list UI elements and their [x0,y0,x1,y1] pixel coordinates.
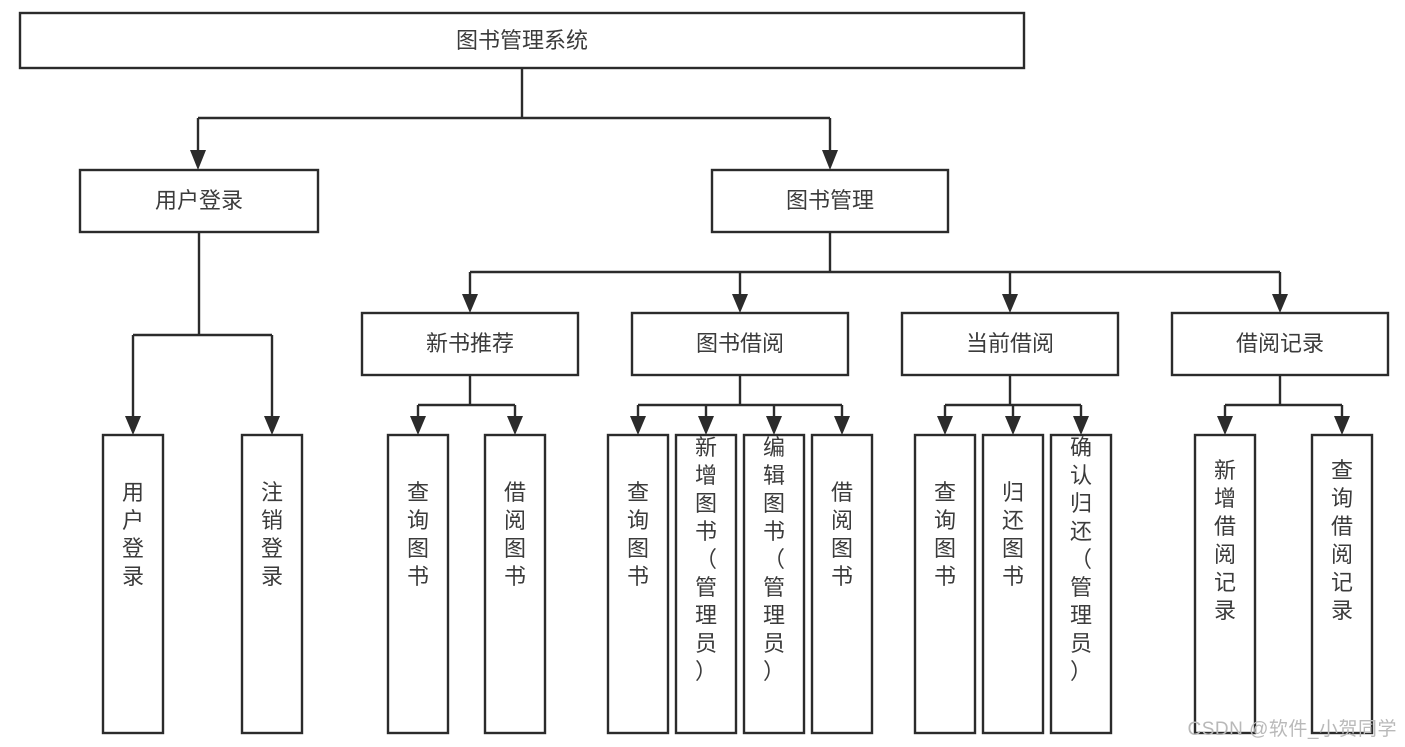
node-root-box[interactable] [18,11,1026,70]
node-leaf-return-book[interactable]: 归还图书 [981,433,1045,735]
node-leaf-add-book-box[interactable] [674,433,738,735]
node-leaf-add-book-label: 新增图书（管理员） [695,435,717,684]
node-leaf-user-logout[interactable]: 注销登录 [240,433,304,735]
arrowhead-bb-to-borrow [834,416,850,435]
connector-group-book-manage [462,232,1288,313]
node-leaf-query-book-3-label: 查询图书 [934,480,956,589]
arrowhead-bm-to-new-book [462,294,478,313]
node-borrow-record-label: 借阅记录 [1236,331,1324,356]
node-leaf-confirm-return[interactable]: 确认归还（管理员） [1049,433,1113,735]
arrowhead-br-to-add [1217,416,1233,435]
node-current-borrow-box[interactable] [900,311,1120,377]
node-current-borrow[interactable]: 当前借阅 [900,311,1120,377]
node-leaf-borrow-book-2-box[interactable] [810,433,874,735]
node-leaf-confirm-return-box[interactable] [1049,433,1113,735]
node-leaf-user-login-box[interactable] [101,433,165,735]
node-leaf-return-book-box[interactable] [981,433,1045,735]
arrowhead-br-to-query [1334,416,1350,435]
arrowhead-bm-to-current-borrow [1002,294,1018,313]
node-leaf-edit-book-label: 编辑图书（管理员） [763,435,785,684]
connector-group-current-borrow [937,375,1089,435]
node-borrow-record-box[interactable] [1170,311,1390,377]
arrowhead-cb-to-query [937,416,953,435]
arrowhead-root-to-user-login [190,150,206,170]
node-new-book-recommend[interactable]: 新书推荐 [360,311,580,377]
node-book-borrow-label: 图书借阅 [696,331,784,356]
node-leaf-add-book[interactable]: 新增图书（管理员） [674,433,738,735]
node-leaf-add-record-box[interactable] [1193,433,1257,735]
node-leaf-query-record-box[interactable] [1310,433,1374,735]
node-book-borrow[interactable]: 图书借阅 [630,311,850,377]
node-leaf-confirm-return-label: 确认归还（管理员） [1070,435,1092,684]
arrowhead-bm-to-borrow-record [1272,294,1288,313]
node-new-book-recommend-label: 新书推荐 [426,331,514,356]
arrowhead-cb-to-confirm [1073,416,1089,435]
arrowhead-ul-to-leaf-login [125,416,141,435]
csdn-watermark: CSDN @软件_小贺同学 [1187,719,1397,740]
node-leaf-borrow-book-1-label: 借阅图书 [504,480,526,589]
node-leaf-query-book-2-label: 查询图书 [627,480,649,589]
connector-group-borrow-record [1217,375,1350,435]
node-borrow-record[interactable]: 借阅记录 [1170,311,1390,377]
arrowhead-bb-to-add [698,416,714,435]
node-leaf-add-record[interactable]: 新增借阅记录 [1193,433,1257,735]
connector-group-user-login [125,232,280,435]
node-leaf-query-record[interactable]: 查询借阅记录 [1310,433,1374,735]
node-leaf-return-book-label: 归还图书 [1002,480,1024,589]
node-user-login-box[interactable] [78,168,320,234]
node-leaf-user-logout-label: 注销登录 [261,480,283,589]
node-book-manage-box[interactable] [710,168,950,234]
connector-group-root [190,68,838,170]
node-book-borrow-box[interactable] [630,311,850,377]
node-leaf-query-book-3[interactable]: 查询图书 [913,433,977,735]
node-leaf-query-book-3-box[interactable] [913,433,977,735]
node-leaf-query-book-1-box[interactable] [386,433,450,735]
node-book-manage-label: 图书管理 [786,188,874,213]
node-leaf-query-book-2-box[interactable] [606,433,670,735]
node-leaf-borrow-book-1-box[interactable] [483,433,547,735]
node-user-login[interactable]: 用户登录 [78,168,320,234]
arrowhead-root-to-book-manage [822,150,838,170]
node-root-label: 图书管理系统 [456,28,588,53]
arrowhead-ul-to-leaf-logout [264,416,280,435]
arrowhead-bb-to-edit [766,416,782,435]
node-current-borrow-label: 当前借阅 [966,331,1054,356]
node-book-manage[interactable]: 图书管理 [710,168,950,234]
node-leaf-query-book-2[interactable]: 查询图书 [606,433,670,735]
arrowhead-bb-to-query [630,416,646,435]
node-leaf-user-logout-box[interactable] [240,433,304,735]
node-leaf-edit-book-box[interactable] [742,433,806,735]
node-leaf-query-book-1[interactable]: 查询图书 [386,433,450,735]
node-root[interactable]: 图书管理系统 [18,11,1026,70]
arrowhead-bm-to-book-borrow [732,294,748,313]
arrowhead-nbr-to-query [410,416,426,435]
node-leaf-user-login[interactable]: 用户登录 [101,433,165,735]
connector-group-book-borrow [630,375,850,435]
arrowhead-nbr-to-borrow [507,416,523,435]
node-leaf-query-book-1-label: 查询图书 [407,480,429,589]
node-leaf-borrow-book-2-label: 借阅图书 [831,480,853,589]
node-leaf-user-login-label: 用户登录 [122,480,144,589]
node-new-book-recommend-box[interactable] [360,311,580,377]
node-leaf-add-record-label: 新增借阅记录 [1214,458,1236,623]
node-leaf-query-record-label: 查询借阅记录 [1331,458,1353,623]
node-user-login-label: 用户登录 [155,188,243,213]
arrowhead-cb-to-return [1005,416,1021,435]
node-leaf-borrow-book-1[interactable]: 借阅图书 [483,433,547,735]
node-leaf-borrow-book-2[interactable]: 借阅图书 [810,433,874,735]
node-leaf-edit-book[interactable]: 编辑图书（管理员） [742,433,806,735]
connector-group-new-book-recommend [410,375,523,435]
